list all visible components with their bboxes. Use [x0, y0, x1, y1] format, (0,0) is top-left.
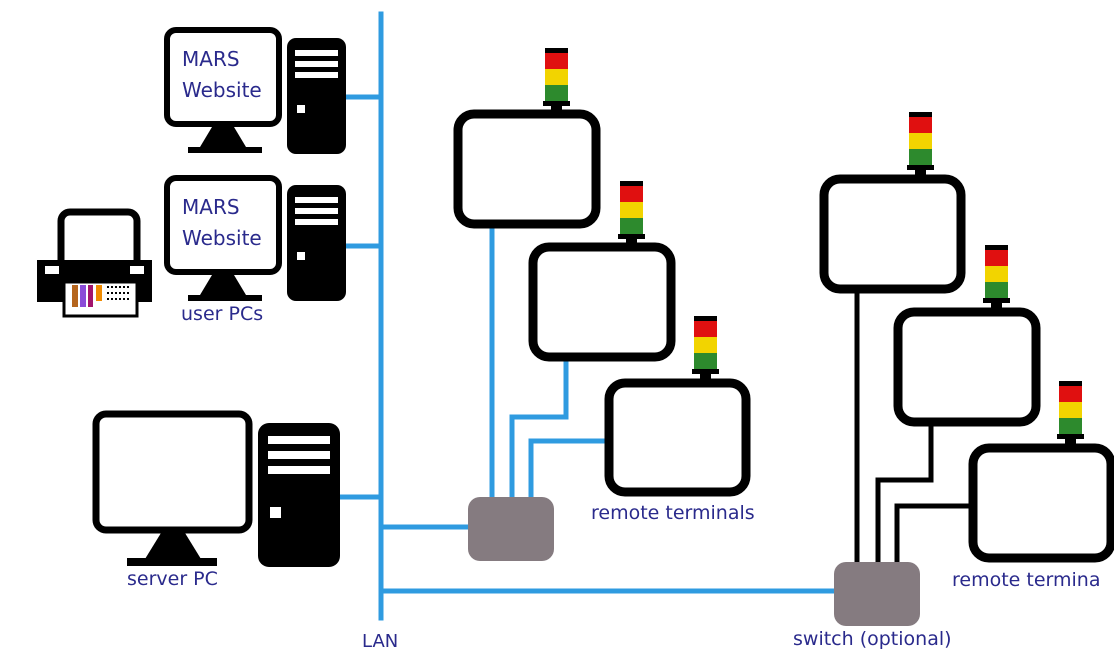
- network-switch-icon: [834, 562, 920, 626]
- switch-label: switch (optional): [793, 628, 952, 650]
- printer-icon: [37, 208, 152, 318]
- switch-cables: [854, 287, 975, 565]
- server-pc-label: server PC: [127, 568, 218, 590]
- remote-terminal-icon: [604, 316, 751, 497]
- signal-tower-light-icon: [543, 48, 570, 116]
- remote-terminals-label: remote terminals: [591, 502, 755, 524]
- signal-tower-light-icon: [618, 181, 645, 249]
- user-pc-1-screen-text: MARS Website: [182, 44, 262, 106]
- remote-terminal-icon: [968, 381, 1114, 563]
- lan-label: LAN: [362, 631, 399, 652]
- screen-text-line-1: MARS: [182, 47, 240, 71]
- screen-text-line-2: Website: [182, 226, 262, 250]
- cable-terminal-5: [875, 422, 934, 565]
- screen-text-line-2: Website: [182, 78, 262, 102]
- user-pcs-label: user PCs: [181, 303, 264, 325]
- signal-tower-light-icon: [1057, 381, 1084, 449]
- pc-tower-icon: [258, 423, 340, 567]
- monitor-icon: [164, 175, 282, 301]
- signal-tower-light-icon: [983, 245, 1010, 313]
- cable-terminal-3: [528, 438, 609, 500]
- remote-terminal-icon: [528, 181, 676, 362]
- monitor-icon: [92, 410, 253, 566]
- remote-terminal-icon: [453, 48, 601, 229]
- network-switch-icon: [468, 497, 554, 561]
- signal-tower-light-icon: [692, 316, 719, 384]
- cable-terminal-2: [509, 357, 569, 500]
- monitor-icon: [164, 27, 282, 153]
- screen-text-line-1: MARS: [182, 195, 240, 219]
- user-pc-2-screen-text: MARS Website: [182, 192, 262, 254]
- remote-terminal-icon: [893, 245, 1041, 427]
- cable-terminal-6: [894, 503, 975, 565]
- pc-tower-icon: [287, 38, 346, 154]
- lan-cables: [337, 11, 837, 621]
- remote-terminal-icon: [819, 112, 966, 294]
- pc-tower-icon: [287, 185, 346, 301]
- remote-terminals-label: remote termina: [952, 569, 1101, 591]
- signal-tower-light-icon: [907, 112, 934, 180]
